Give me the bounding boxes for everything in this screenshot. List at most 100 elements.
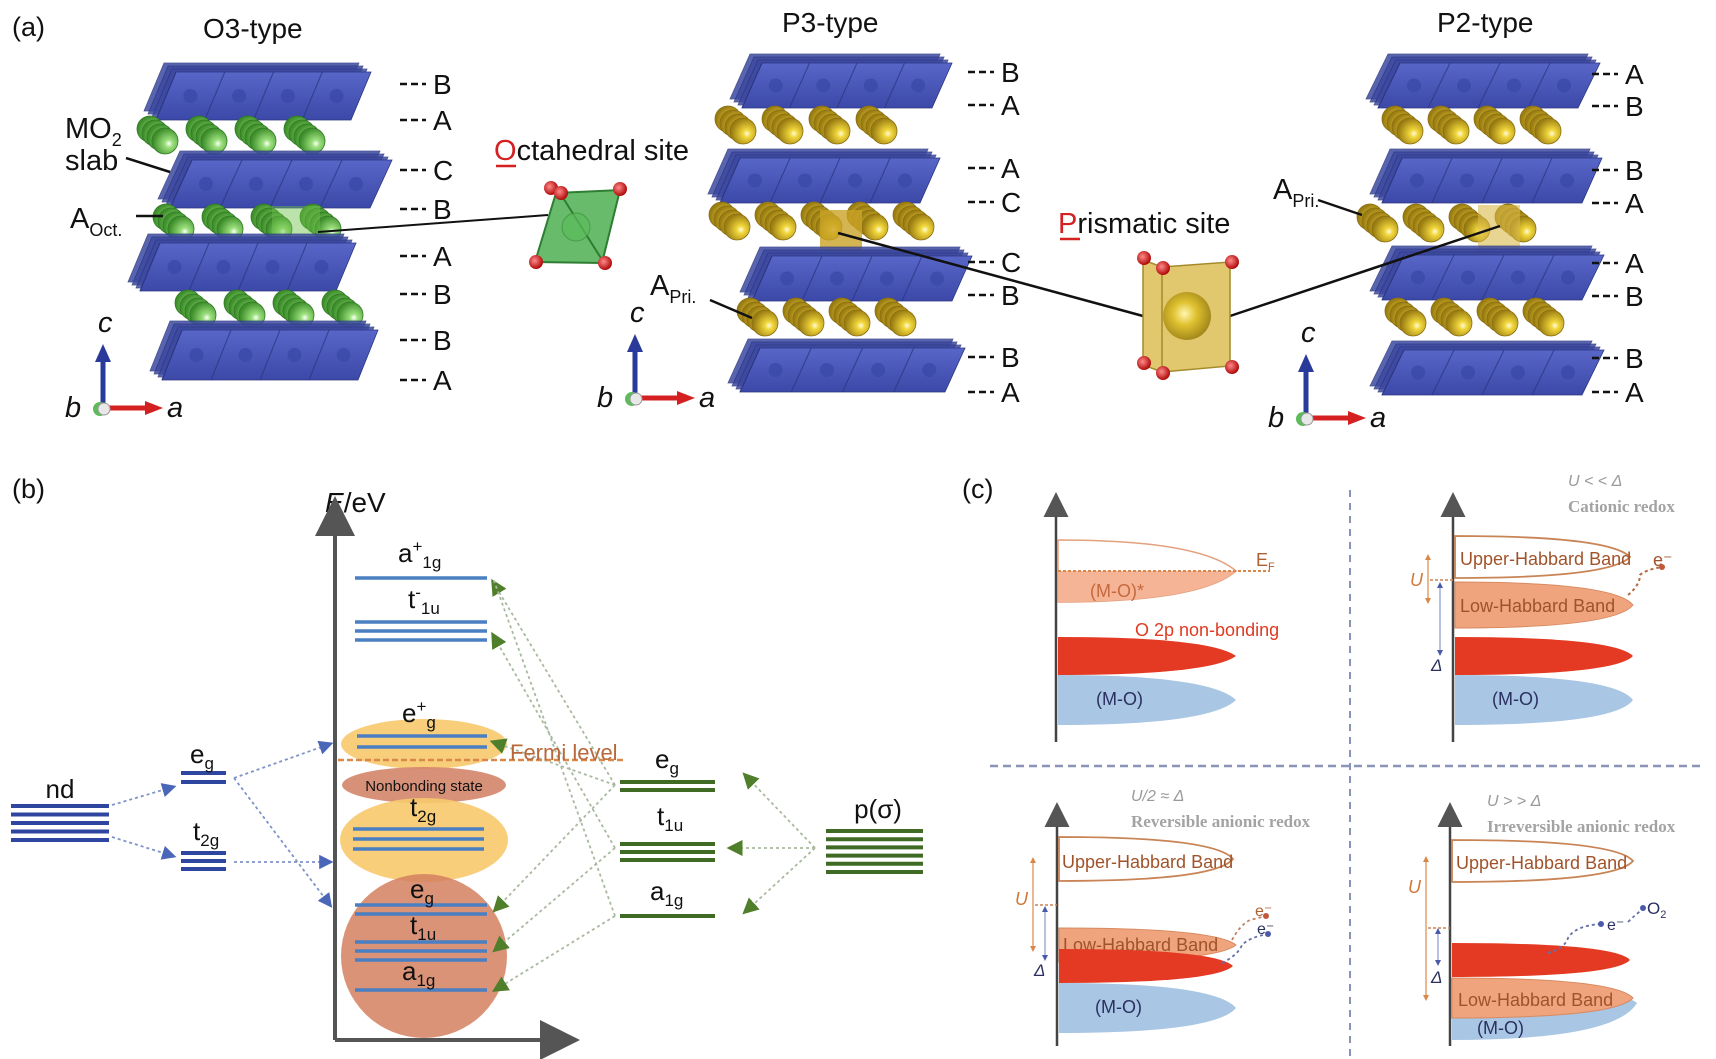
ligand-label: p(σ) [854, 794, 902, 824]
svg-text:APri.: APri. [1273, 174, 1319, 211]
a-pri-p2-pointer [1317, 198, 1363, 217]
q3-mo-band-label: (M-O) [1095, 997, 1142, 1017]
c-axis-label: c [98, 307, 113, 339]
stacking-label: A [968, 153, 1020, 184]
right-t1u-label: t1u [657, 801, 683, 835]
alkali-atom [1371, 215, 1399, 243]
metal-center [336, 348, 351, 362]
eg-to-egplus-arrow [233, 740, 334, 779]
right-a1g-label: a1g [650, 876, 683, 910]
a-pri-label-p2: APri. [1273, 174, 1363, 217]
q4-low-band [1451, 977, 1634, 1019]
svg-text:A: A [1001, 153, 1020, 184]
alkali-row [1384, 297, 1565, 337]
p-sigma-to-eg-arrow [742, 772, 816, 849]
metal-center [1560, 173, 1574, 188]
metal-center [748, 173, 762, 188]
left-eg-label: eg [190, 739, 214, 773]
stacking-label: C [968, 247, 1021, 278]
mo2-slab [727, 338, 966, 393]
svg-text:A: A [1625, 377, 1644, 408]
metal-center [287, 348, 302, 362]
alkali-atom [298, 127, 326, 155]
q2-electron-path [1627, 566, 1663, 596]
stacking-label: B [968, 342, 1020, 373]
metal-center [816, 78, 831, 93]
c-axis-head [627, 334, 643, 352]
ligand-a1g-to-a1g-arrow [491, 915, 616, 992]
svg-text:A: A [1001, 90, 1020, 121]
q3-o2p-band [1059, 949, 1233, 983]
eg-plus-label: e+g [402, 697, 436, 732]
q4-upper-band [1451, 839, 1635, 883]
quadrant-reversible: U/2 ≈ Δ Reversible anionic redox Upper-H… [1015, 788, 1311, 1046]
alkali-atom [776, 117, 804, 145]
mo2-slab-label: MO2 slab [65, 113, 171, 177]
svg-text:B: B [433, 69, 452, 100]
panel-c: (c) EF (M-O)* O 2p non-bonding (M-O) U <… [962, 473, 1705, 1059]
metal-center [216, 260, 231, 274]
stacking-label: B [968, 57, 1020, 88]
metal-center [848, 173, 862, 188]
q3-delta-arrowheads [1042, 906, 1048, 961]
a-axis-head [1348, 411, 1366, 425]
q4-delta-label: Δ [1430, 968, 1442, 987]
octahedron-oxygens [529, 181, 627, 270]
svg-text:B: B [1625, 281, 1644, 312]
stacking-label: B [1592, 281, 1644, 312]
q4-u-label: U [1408, 877, 1422, 897]
stacking-label: B [968, 280, 1020, 311]
stacking-label: B [400, 325, 452, 356]
q3-u-label: U [1015, 889, 1029, 909]
metal-center [871, 363, 886, 377]
metal-center [280, 89, 295, 103]
q2-upper-band [1454, 535, 1632, 579]
svg-text:AOct.: AOct. [70, 203, 122, 240]
energy-axis-label: E/eV [325, 487, 386, 518]
alkali-atom [907, 213, 935, 241]
alkali-atom [870, 117, 898, 145]
alkali-atom [1537, 309, 1565, 337]
nd-label: nd [46, 774, 75, 804]
svg-text:B: B [433, 194, 452, 225]
t2g-label: t2g [410, 792, 436, 826]
b-axis-label: b [1268, 402, 1284, 434]
stacking-label: A [1592, 248, 1644, 279]
p-sigma-to-a1g-arrow [742, 847, 816, 915]
svg-text:A: A [433, 105, 452, 136]
panel-b: (b) E/eV Fermi level Nonbonding state nd… [11, 474, 923, 1059]
q2-mo-band [1455, 675, 1633, 725]
metal-center [1457, 78, 1471, 93]
q3-mo-band [1059, 983, 1236, 1033]
stacking-label: B [400, 69, 452, 100]
mo2-slab [707, 148, 941, 204]
alkali-atom [1396, 117, 1424, 145]
panel-a-label: (a) [12, 12, 45, 42]
alkali-atom [249, 127, 277, 155]
a-axis-head [677, 391, 695, 405]
alkali-atom [1442, 117, 1470, 145]
metal-center [314, 260, 329, 274]
left-eg-levels [181, 771, 226, 784]
a-pri-label-p3: APri. [650, 270, 753, 320]
metal-center [1411, 365, 1425, 380]
stacking-label: B [1592, 91, 1644, 122]
q1-mo-bonding-band [1058, 675, 1236, 725]
q2-low-band [1454, 581, 1634, 629]
svg-text:Octahedral site: Octahedral site [494, 135, 689, 167]
t1u-levels [355, 940, 487, 962]
eg-plus-blob [341, 719, 507, 769]
q1-band-label-bonding: (M-O) [1096, 689, 1143, 709]
q4-upper-band-label: Upper-Habbard Band [1456, 853, 1627, 873]
svg-text:Prismatic site: Prismatic site [1058, 208, 1230, 240]
stacking-label: B [1592, 343, 1644, 374]
ligand-t1u-to-t1u-arrow [492, 847, 616, 953]
alkali-atom [889, 309, 917, 337]
metal-center [189, 348, 204, 362]
q3-title: Reversible anionic redox [1131, 812, 1311, 831]
alkali-atom [1491, 309, 1519, 337]
stacking-label: A [1592, 188, 1644, 219]
metal-center [922, 363, 937, 377]
